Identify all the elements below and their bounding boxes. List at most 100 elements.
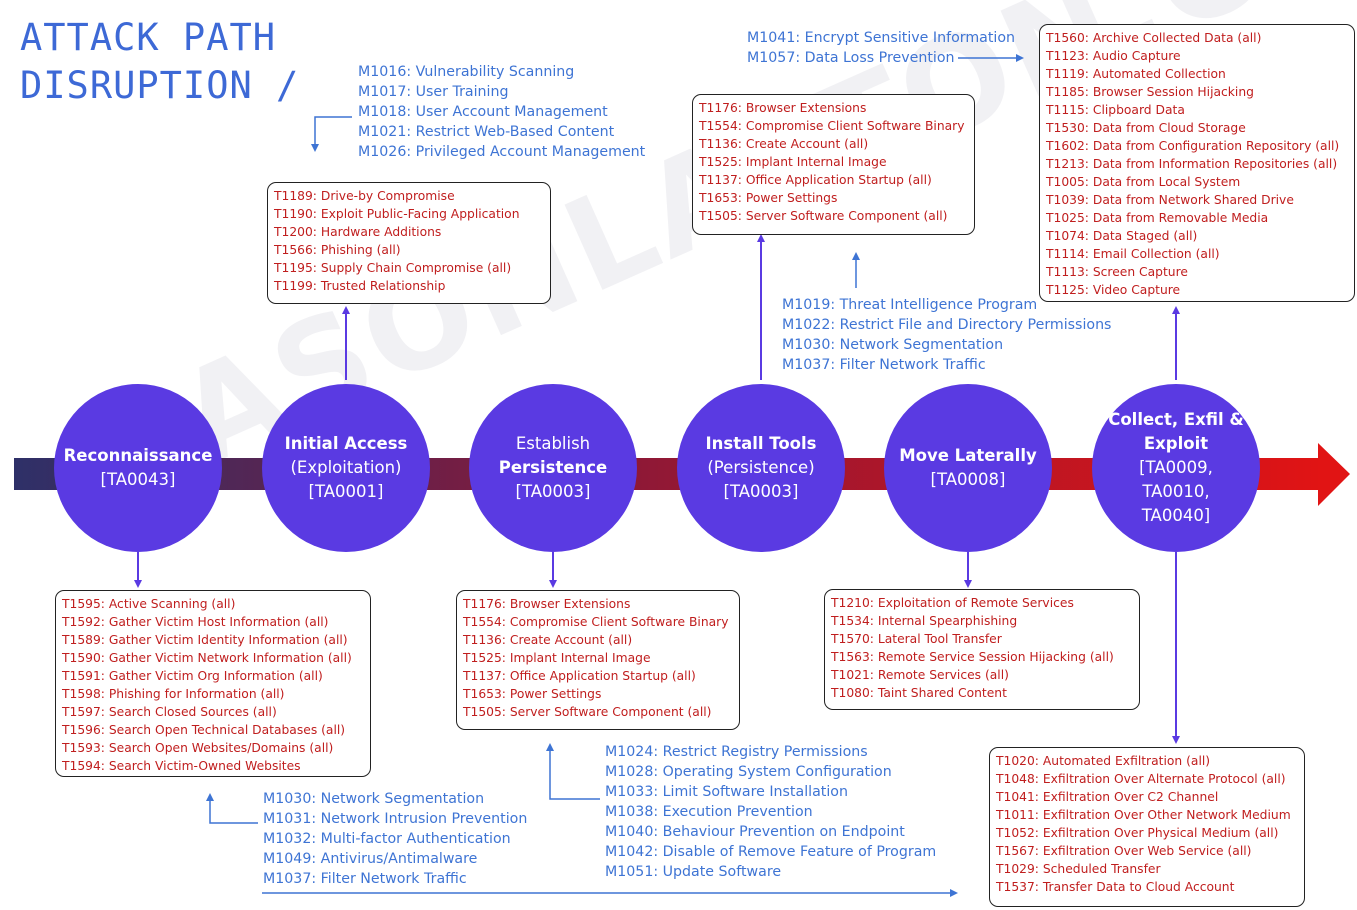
technique-item: T1594: Search Victim-Owned Websites	[62, 759, 301, 773]
technique-item: T1525: Implant Internal Image	[463, 651, 651, 665]
mitigation-item: M1037: Filter Network Traffic	[782, 357, 986, 373]
stage-id: [TA0043]	[100, 470, 176, 489]
technique-item: T1592: Gather Victim Host Information (a…	[62, 615, 329, 629]
stage-move-laterally: Move Laterally [TA0008]	[884, 384, 1052, 552]
technique-item: T1213: Data from Information Repositorie…	[1046, 157, 1338, 171]
stage-id: [TA0003]	[515, 482, 591, 501]
stage-title: Reconnaissance	[63, 446, 213, 465]
technique-item: T1589: Gather Victim Identity Informatio…	[62, 633, 348, 647]
technique-item: T1210: Exploitation of Remote Services	[831, 596, 1074, 610]
technique-item: T1011: Exfiltration Over Other Network M…	[996, 808, 1291, 822]
technique-item: T1537: Transfer Data to Cloud Account	[996, 880, 1235, 894]
technique-item: T1125: Video Capture	[1046, 283, 1181, 297]
technique-item: T1593: Search Open Websites/Domains (all…	[62, 741, 334, 755]
stage-id: (Persistence) [TA0003]	[707, 458, 815, 501]
technique-item: T1598: Phishing for Information (all)	[62, 687, 285, 701]
technique-box-recon: T1595: Active Scanning (all) T1592: Gathe…	[55, 590, 371, 777]
mitigation-item: M1017: User Training	[358, 84, 509, 100]
mitigation-item: M1037: Filter Network Traffic	[263, 871, 467, 887]
technique-item: T1136: Create Account (all)	[463, 633, 633, 647]
mitigation-item: M1028: Operating System Configuration	[605, 764, 892, 780]
technique-item: T1566: Phishing (all)	[274, 243, 401, 257]
technique-item: T1200: Hardware Additions	[274, 225, 442, 239]
mitigation-item: M1038: Execution Prevention	[605, 804, 813, 820]
stage-title: Initial Access	[284, 434, 408, 453]
title-line-2: DISRUPTION /	[20, 64, 300, 107]
technique-item: T1074: Data Staged (all)	[1046, 229, 1198, 243]
initial-access-mitigation-connector	[311, 116, 352, 152]
mitigation-item: M1057: Data Loss Prevention	[747, 50, 955, 66]
stage-id: [TA0008]	[930, 470, 1006, 489]
stage-initial-access: Initial Access (Exploitation) [TA0001]	[262, 384, 430, 552]
technique-item: T1039: Data from Network Shared Drive	[1046, 193, 1294, 207]
page-title: ATTACK PATH DISRUPTION /	[20, 14, 299, 110]
technique-item: T1119: Automated Collection	[1046, 67, 1226, 81]
title-line-1: ATTACK PATH	[20, 16, 277, 59]
stage-title: Collect, Exfil & Exploit	[1108, 410, 1244, 453]
technique-item: T1590: Gather Victim Network Information…	[62, 651, 352, 665]
technique-item: T1137: Office Application Startup (all)	[463, 669, 696, 683]
mitigation-item: M1024: Restrict Registry Permissions	[605, 744, 868, 760]
technique-item: T1567: Exfiltration Over Web Service (al…	[996, 844, 1252, 858]
stage-prefix: Establish	[515, 434, 591, 453]
stage-title: Persistence	[498, 458, 608, 477]
technique-item: T1570: Lateral Tool Transfer	[831, 632, 1002, 646]
technique-item: T1048: Exfiltration Over Alternate Proto…	[996, 772, 1286, 786]
technique-item: T1020: Automated Exfiltration (all)	[996, 754, 1211, 768]
technique-item: T1199: Trusted Relationship	[274, 279, 446, 293]
mitigation-item: M1042: Disable of Remove Feature of Prog…	[605, 844, 937, 860]
technique-item: T1653: Power Settings	[699, 191, 838, 205]
technique-item: T1563: Remote Service Session Hijacking …	[831, 650, 1114, 664]
stage-id: [TA0009, TA0010, TA0040]	[1139, 458, 1213, 525]
mitigation-item: M1021: Restrict Web-Based Content	[358, 124, 615, 140]
mitigation-item: M1018: User Account Management	[358, 104, 608, 120]
mitigation-item: M1040: Behaviour Prevention on Endpoint	[605, 824, 905, 840]
stage-reconnaissance: Reconnaissance [TA0043]	[54, 384, 222, 552]
mitigation-item: M1041: Encrypt Sensitive Information	[747, 30, 1016, 46]
technique-item: T1136: Create Account (all)	[699, 137, 869, 151]
technique-item: T1176: Browser Extensions	[463, 597, 631, 611]
mitigation-item: M1026: Privileged Account Management	[358, 144, 646, 160]
technique-item: T1114: Email Collection (all)	[1046, 247, 1220, 261]
stage-title: Move Laterally	[899, 446, 1037, 465]
technique-box-collection: T1560: Archive Collected Data (all)T1123…	[1039, 24, 1355, 302]
technique-item: T1525: Implant Internal Image	[699, 155, 887, 169]
technique-item: T1595: Active Scanning (all)	[62, 597, 236, 611]
mitigation-item: M1049: Antivirus/Antimalware	[263, 851, 478, 867]
stage-install-tools: Install Tools (Persistence) [TA0003]	[677, 384, 845, 552]
technique-item: T1041: Exfiltration Over C2 Channel	[996, 790, 1219, 804]
technique-item: T1505: Server Software Component (all)	[463, 705, 712, 719]
technique-item: T1189: Drive-by Compromise	[274, 189, 455, 203]
technique-item: T1534: Internal Spearphishing	[831, 614, 1018, 628]
technique-item: T1029: Scheduled Transfer	[996, 862, 1161, 876]
mitigation-item: M1051: Update Software	[605, 864, 782, 880]
mitigation-item: M1030: Network Segmentation	[782, 337, 1004, 353]
technique-item: T1597: Search Closed Sources (all)	[62, 705, 277, 719]
mitigation-item: M1032: Multi-factor Authentication	[263, 831, 511, 847]
technique-item: T1602: Data from Configuration Repositor…	[1046, 139, 1340, 153]
technique-item: T1653: Power Settings	[463, 687, 602, 701]
technique-item: T1005: Data from Local System	[1046, 175, 1241, 189]
technique-item: T1505: Server Software Component (all)	[699, 209, 948, 223]
persistence-mitigation-connector	[546, 743, 600, 800]
technique-item: T1115: Clipboard Data	[1046, 103, 1185, 117]
mitigation-item: M1031: Network Intrusion Prevention	[263, 811, 528, 827]
technique-item: T1190: Exploit Public-Facing Application	[274, 207, 520, 221]
stage-title: Install Tools	[705, 434, 817, 453]
mitigation-item: M1022: Restrict File and Directory Permi…	[782, 317, 1112, 333]
technique-item: T1176: Browser Extensions	[699, 101, 867, 115]
mitigation-item: M1033: Limit Software Installation	[605, 784, 848, 800]
technique-item: T1080: Taint Shared Content	[831, 686, 1007, 700]
technique-item: T1052: Exfiltration Over Physical Medium…	[996, 826, 1279, 840]
technique-item: T1123: Audio Capture	[1046, 49, 1181, 63]
technique-item: T1554: Compromise Client Software Binary	[463, 615, 729, 629]
timeline-arrowhead	[1318, 443, 1350, 506]
